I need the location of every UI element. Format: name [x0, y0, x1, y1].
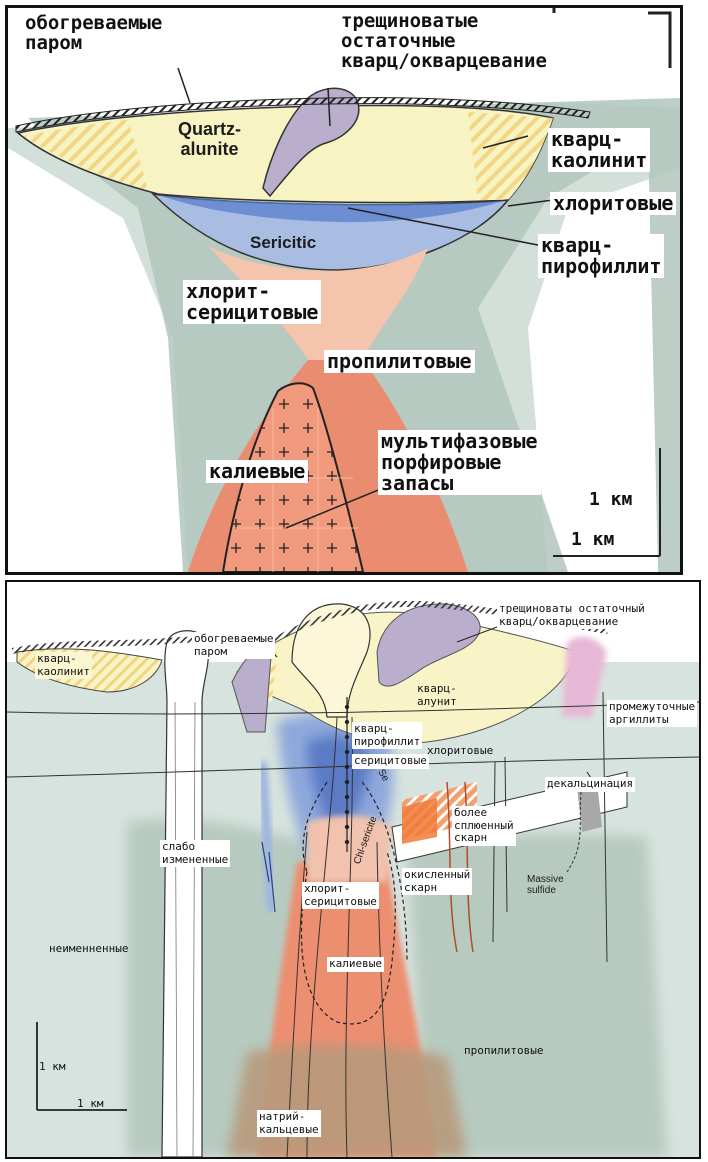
- label-scale-vertical-bottom: 1 км: [37, 1060, 68, 1075]
- label-scale-vertical: 1 км: [586, 490, 635, 511]
- label-propylitic: пропилитовые: [324, 350, 475, 373]
- bottom-diagram-panel: обогреваемые паром трещиноваты остаточны…: [5, 580, 701, 1159]
- label-chlorite-sericite-bottom: хлорит- серицитовые: [302, 882, 379, 909]
- label-vuggy-quartz-bottom: трещиноваты остаточный кварц/окварцевани…: [497, 602, 647, 629]
- label-decalcification: декальцинация: [545, 777, 635, 792]
- top-diagram-graphic: [8, 8, 680, 572]
- label-potassic-bottom: калиевые: [327, 957, 384, 972]
- label-intermediate-argillic: промежуточные аргиллиты: [607, 700, 697, 727]
- label-quartz-alunite: Quartz- alunite: [178, 120, 241, 160]
- label-distal-skarn: более сплюенный скарн: [452, 806, 516, 846]
- label-massive-sulfide: Massive sulfide: [527, 874, 564, 896]
- label-steam-heated-bottom: обогреваемые паром: [192, 632, 275, 659]
- label-chlorite-sericite: хлорит- серицитовые: [183, 280, 321, 324]
- label-scale-horizontal: 1 км: [568, 530, 617, 551]
- label-vuggy-quartz: трещиноватые остаточные кварц/окварцеван…: [338, 11, 550, 73]
- bottom-diagram-graphic: [7, 582, 699, 1157]
- label-steam-heated: обогреваемые паром: [22, 13, 165, 55]
- label-quartz-kaolinite-bottom: кварц- каолинит: [35, 652, 92, 679]
- label-sericitic: Sericitic: [250, 234, 316, 253]
- label-sodic-calcic: натрий- кальцевые: [257, 1110, 321, 1137]
- label-quartz-pyrophyllite: кварц- пирофиллит: [538, 234, 664, 278]
- label-quartz-kaolinite: кварц- каолинит: [548, 128, 650, 172]
- label-sericitic-bottom: серицитовые: [352, 754, 429, 769]
- weakly-altered-dike: [162, 631, 208, 1157]
- label-oxidized-skarn: окисленный скарн: [402, 868, 472, 895]
- label-chlorite-bottom: хлоритовые: [425, 744, 495, 759]
- label-quartz-alunite-bottom: кварц- алунит: [415, 682, 459, 709]
- label-weakly-altered: слабо измененные: [160, 840, 230, 867]
- top-diagram-panel: обогреваемые паром трещиноватые остаточн…: [5, 5, 683, 575]
- label-multiphase-porphyry: мультифазовые порфировые запасы: [378, 430, 541, 495]
- label-propylitic-bottom: пропилитовые: [462, 1044, 545, 1059]
- label-quartz-pyrophyllite-bottom: кварц- пирофиллит: [352, 722, 422, 749]
- label-unaltered: неименненные: [47, 942, 130, 957]
- label-scale-horizontal-bottom: 1 км: [75, 1097, 106, 1112]
- label-potassic: калиевые: [206, 460, 308, 483]
- label-chlorite: хлоритовые: [550, 192, 676, 215]
